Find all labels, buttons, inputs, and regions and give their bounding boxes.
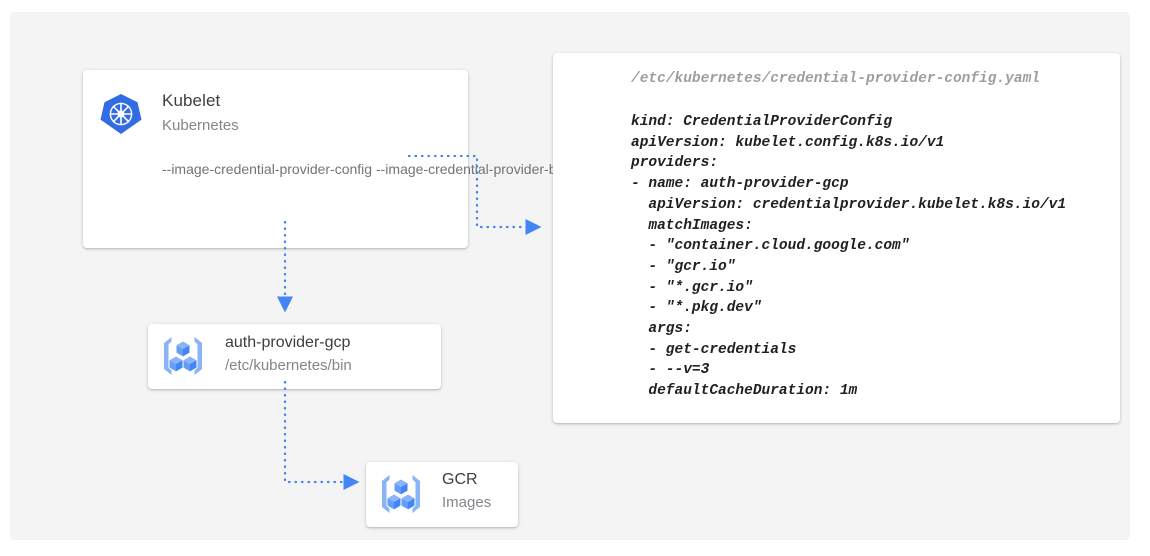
kubelet-subtitle: Kubernetes	[162, 117, 239, 134]
yaml-file-path: /etc/kubernetes/credential-provider-conf…	[631, 71, 1040, 87]
kubernetes-logo-icon	[98, 91, 144, 137]
diagram-canvas: Kubelet Kubernetes --image-credential-pr…	[10, 12, 1130, 540]
yaml-content: kind: CredentialProviderConfig apiVersio…	[631, 114, 1067, 400]
kubelet-card[interactable]: Kubelet Kubernetes --image-credential-pr…	[83, 70, 588, 248]
credential-provider-config-panel[interactable]: /etc/kubernetes/credential-provider-conf…	[553, 53, 1120, 423]
auth-provider-gcp-card[interactable]: auth-provider-gcp /etc/kubernetes/bin	[148, 324, 441, 389]
kubelet-title: Kubelet	[162, 91, 221, 110]
gcr-subtitle: Images	[442, 494, 492, 511]
kubelet-flags: --image-credential-provider-config --ima…	[162, 161, 588, 177]
auth-provider-gcp-subtitle: /etc/kubernetes/bin	[225, 357, 352, 374]
gcr-card[interactable]: GCR Images	[366, 462, 518, 527]
container-registry-icon	[377, 471, 425, 517]
auth-provider-gcp-title: auth-provider-gcp	[225, 334, 351, 351]
gcr-title: GCR	[442, 471, 478, 488]
container-registry-icon	[159, 333, 207, 379]
